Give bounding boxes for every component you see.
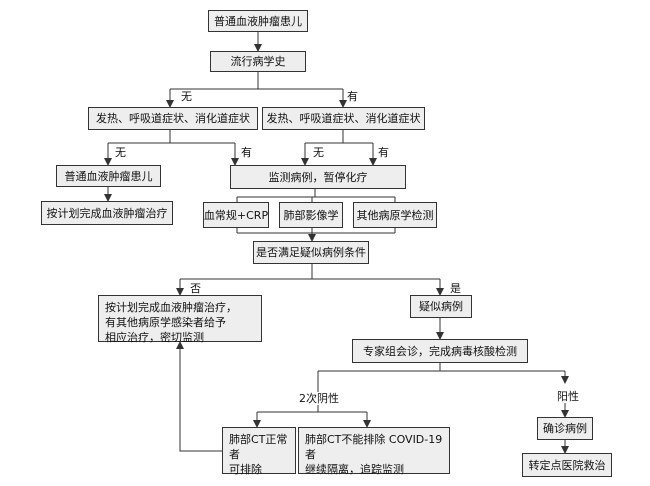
node-suspected: 疑似病例 [410, 295, 472, 318]
node-monitor: 监测病例，暂停化疗 [230, 165, 406, 189]
node-lung-imaging: 肺部影像学 [279, 202, 343, 228]
edge-ct-normal-feedback [176, 341, 222, 452]
node-criteria: 是否满足疑似病例条件 [253, 241, 369, 264]
node-symptoms-no: 发热、呼吸道症状、消化道症状 [88, 107, 258, 130]
label-history-yes: 有 [347, 90, 358, 103]
node-ct-normal: 肺部CT正常者 可排除 [222, 427, 296, 476]
label-criteria-yes: 是 [450, 282, 461, 295]
node-normal-patient: 普通血液肿瘤患儿 [56, 165, 161, 187]
node-history: 流行病学史 [210, 51, 306, 72]
node-pathogen-test: 其他病原学检测 [353, 202, 437, 228]
node-ct-not-excluded: 肺部CT不能排除 COVID-19 者 继续隔离，追踪监测 [298, 427, 450, 476]
label-history-no: 无 [181, 90, 192, 103]
label-negative: 2次阴性 [297, 392, 341, 405]
label-criteria-no: 否 [190, 282, 201, 295]
node-symptoms-yes: 发热、呼吸道症状、消化道症状 [262, 107, 425, 130]
node-blood-test: 血常规+CRP [203, 202, 269, 228]
label-monitor-no: 无 [313, 146, 324, 159]
node-root: 普通血液肿瘤患儿 [208, 10, 308, 32]
label-monitor-yes: 有 [378, 146, 389, 159]
label-symptoms-yes: 有 [241, 146, 252, 159]
label-symptoms-no: 无 [115, 146, 126, 159]
label-positive: 阳性 [555, 390, 581, 403]
node-hospital: 转定点医院救治 [522, 453, 612, 477]
node-consultation: 专家组会诊，完成病毒核酸检测 [352, 339, 528, 363]
node-plan-treatment-other: 按计划完成血液肿瘤治疗， 有其他病原学感染者给予 相应治疗，密切监测 [98, 295, 262, 344]
node-confirmed: 确诊病例 [537, 417, 593, 440]
node-plan-treatment: 按计划完成血液肿瘤治疗 [41, 201, 173, 225]
